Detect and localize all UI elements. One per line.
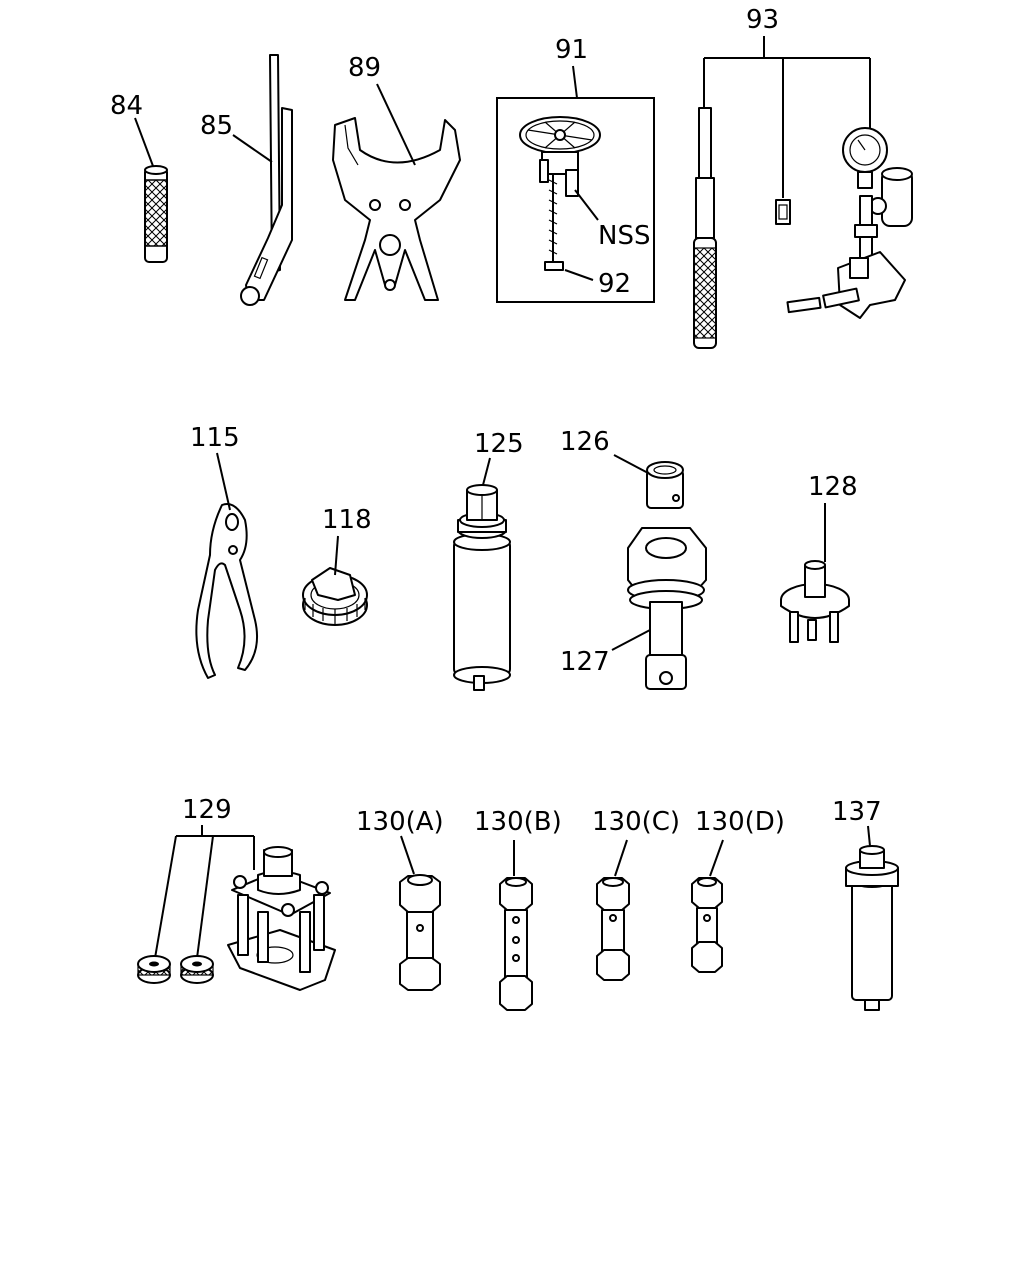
label-126: 126 (560, 427, 610, 457)
leader-89 (376, 83, 416, 166)
part-126-adapter (646, 461, 684, 509)
label-130c: 130(C) (592, 807, 680, 837)
part-93-handle-rod (693, 107, 717, 349)
part-130a-box-wrench (399, 874, 441, 991)
label-93: 93 (746, 5, 779, 35)
leader-85 (232, 134, 273, 163)
part-91-frame (496, 97, 655, 303)
leader-93 (703, 36, 871, 198)
part-130b-box-wrench (499, 877, 533, 1011)
part-128-three-leg-puller (780, 560, 850, 643)
part-137-hydraulic-cylinder (845, 845, 899, 1011)
leader-129 (154, 825, 255, 959)
part-127-socket-tool (627, 527, 707, 690)
leader-92 (564, 269, 594, 281)
leader-118 (334, 535, 339, 576)
label-92: 92 (598, 269, 631, 299)
label-125: 125 (474, 429, 524, 459)
part-115-pliers (195, 503, 258, 679)
leader-84 (134, 117, 154, 167)
part-89-clamp-tool (332, 117, 461, 301)
label-85: 85 (200, 111, 233, 141)
leader-137 (867, 825, 871, 847)
part-84-knurled-pin (144, 165, 168, 263)
part-129-knurled-nut-left (137, 955, 171, 984)
label-130b: 130(B) (474, 807, 562, 837)
leader-91 (572, 65, 578, 99)
label-128: 128 (808, 472, 858, 502)
label-84: 84 (110, 91, 143, 121)
label-130d: 130(D) (695, 807, 785, 837)
leader-125 (482, 457, 491, 486)
part-130c-box-wrench (596, 877, 630, 981)
label-127: 127 (560, 647, 610, 677)
label-118: 118 (322, 505, 372, 535)
label-137: 137 (832, 797, 882, 827)
part-85-lever-tool (240, 54, 293, 306)
leader-130c (614, 839, 628, 877)
leader-130d (709, 839, 724, 877)
leader-126 (613, 454, 651, 475)
part-118-ring-wrench (302, 567, 368, 626)
label-89: 89 (348, 53, 381, 83)
leader-115 (216, 452, 231, 511)
leader-nss (574, 189, 599, 221)
label-115: 115 (190, 423, 240, 453)
part-91-handle-wheel (519, 116, 601, 271)
label-91: 91 (555, 35, 588, 65)
part-130d-box-wrench (691, 877, 723, 973)
label-129: 129 (182, 795, 232, 825)
leader-127 (611, 629, 651, 651)
part-93-nut (775, 199, 791, 225)
label-130a: 130(A) (356, 807, 444, 837)
part-129-press-frame (227, 846, 336, 991)
leader-130a (400, 835, 415, 875)
part-129-knurled-nut-right (180, 955, 214, 984)
label-nss: NSS (598, 221, 650, 251)
part-93-nozzle-tester (786, 127, 913, 319)
part-125-puller-cylinder (453, 484, 511, 691)
